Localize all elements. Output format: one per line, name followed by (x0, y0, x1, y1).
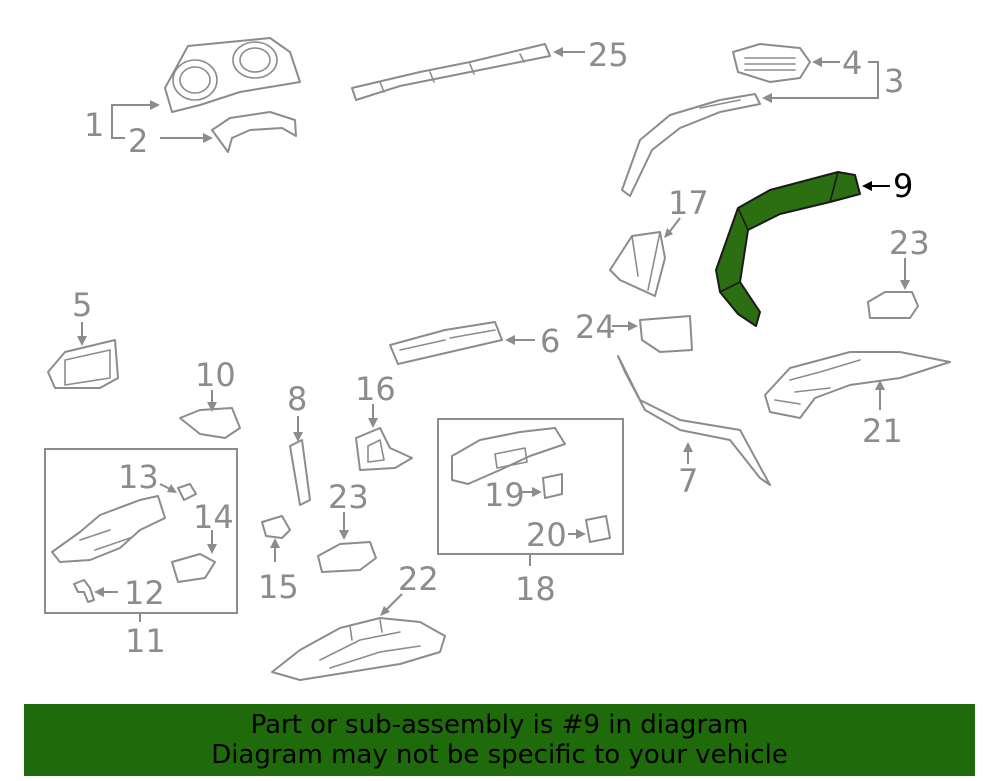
part-8-rod[interactable] (289, 439, 311, 506)
part-14-clip[interactable] (171, 553, 216, 583)
callout-18: 18 (515, 570, 556, 608)
part-11-bracket[interactable] (51, 495, 166, 563)
parts-diagram: 1 2 25 4 3 9 17 23 (44, 36, 951, 681)
callout-9: 9 (893, 167, 913, 205)
part-18-bracket[interactable] (451, 427, 566, 485)
callout-8: 8 (287, 380, 307, 418)
callout-11: 11 (125, 622, 166, 660)
callout-14: 14 (193, 498, 234, 536)
part-19-pad[interactable] (542, 473, 563, 499)
part-22-floor-duct[interactable] (271, 617, 446, 681)
part-23-clip-upper[interactable] (867, 291, 919, 319)
callout-20: 20 (526, 516, 567, 554)
callout-12: 12 (124, 574, 165, 612)
part-4-vent[interactable] (732, 43, 811, 83)
callout-17: 17 (668, 184, 709, 222)
part-21-duct-base[interactable] (764, 351, 951, 419)
callout-22: 22 (398, 560, 439, 598)
callout-24: 24 (575, 308, 616, 346)
callout-7: 7 (678, 462, 698, 500)
part-24-bracket[interactable] (639, 315, 693, 353)
callout-21: 21 (862, 412, 903, 450)
part-16-bracket[interactable] (355, 427, 413, 471)
part-5-side-vent[interactable] (47, 339, 119, 389)
part-15-clip[interactable] (261, 515, 291, 539)
callout-16: 16 (355, 370, 396, 408)
callout-4: 4 (842, 44, 862, 82)
callout-1: 1 (84, 106, 104, 144)
part-1-cluster-hood[interactable] (164, 37, 301, 113)
callout-2: 2 (128, 122, 148, 160)
callout-13: 13 (118, 458, 159, 496)
part-10-cover[interactable] (179, 407, 241, 439)
part-7-trim-strip[interactable] (617, 355, 771, 486)
callout-5: 5 (72, 286, 92, 324)
part-9-duct-highlighted[interactable] (715, 171, 861, 327)
part-6-center-vent[interactable] (389, 321, 503, 365)
part-20-pad[interactable] (585, 515, 611, 543)
part-25-rail[interactable] (351, 43, 551, 101)
callout-6: 6 (540, 322, 560, 360)
callout-3: 3 (884, 62, 904, 100)
part-23-clip-lower[interactable] (317, 541, 377, 573)
part-2-cluster-cover[interactable] (211, 111, 297, 153)
callout-19: 19 (484, 476, 525, 514)
callout-10: 10 (195, 356, 236, 394)
part-3-duct[interactable] (621, 93, 761, 197)
banner-line-2: Diagram may not be specific to your vehi… (211, 740, 788, 770)
info-banner: Part or sub-assembly is #9 in diagram Di… (24, 704, 975, 776)
part-17-bracket[interactable] (609, 231, 666, 297)
banner-line-1: Part or sub-assembly is #9 in diagram (250, 710, 749, 740)
callout-23-lower: 23 (328, 478, 369, 516)
part-12-bolt[interactable] (73, 579, 95, 603)
callout-15: 15 (258, 568, 299, 606)
callout-23-upper: 23 (889, 224, 930, 262)
callout-25: 25 (588, 36, 629, 74)
part-13-plug[interactable] (177, 483, 197, 501)
